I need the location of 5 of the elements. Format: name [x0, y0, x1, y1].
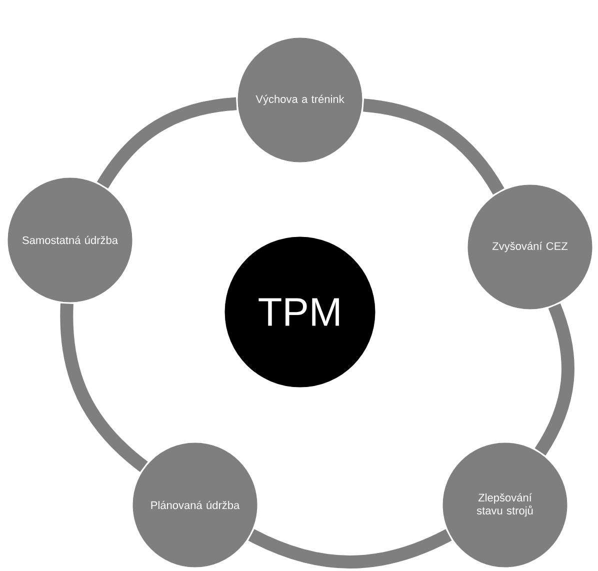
ring-segment — [60, 304, 148, 472]
ring-segment — [97, 97, 237, 189]
ring-segment — [248, 529, 452, 568]
ring-segment — [534, 304, 574, 456]
ring-segment — [362, 98, 504, 195]
